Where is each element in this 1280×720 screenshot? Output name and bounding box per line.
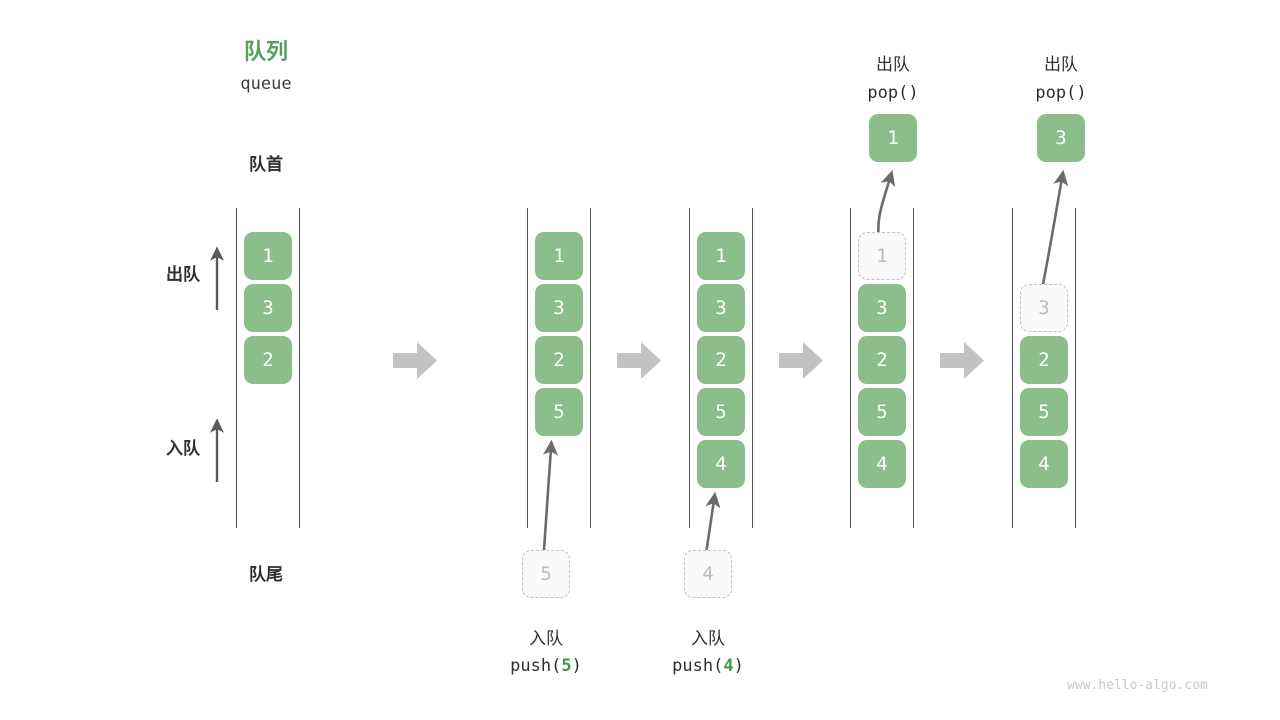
- queue-cell: 5: [697, 388, 745, 436]
- pop-direction-label: 出队: [166, 265, 200, 285]
- push-insert-arrow-icon: [704, 491, 721, 555]
- step-arrow-3: [779, 342, 823, 379]
- queue-cell: 5: [1020, 388, 1068, 436]
- queue-rail-right: [913, 208, 915, 528]
- push-code-arg: 4: [723, 656, 734, 676]
- push-operation-label: 入队: [691, 629, 725, 649]
- queue-rail-left: [527, 208, 529, 528]
- site-watermark: www.hello-algo.com: [1067, 678, 1208, 693]
- pop-operation-code: pop(): [1035, 83, 1087, 103]
- queue-cell: 4: [858, 440, 906, 488]
- queue-cell: 1: [697, 232, 745, 280]
- push-code-arg: 5: [561, 656, 572, 676]
- push-insert-arrow-icon: [542, 439, 559, 551]
- pop-direction-arrow-icon: [210, 246, 224, 310]
- queue-rail-right: [752, 208, 754, 528]
- queue-cell: 5: [858, 388, 906, 436]
- queue-cell: 1: [535, 232, 583, 280]
- push-code-prefix: push(: [510, 656, 562, 676]
- step-arrow-1: [393, 342, 437, 379]
- push-operation-code: push(4): [638, 656, 778, 676]
- popped-slot-ghost: 3: [1020, 284, 1068, 332]
- pop-operation-label: 出队: [1044, 55, 1078, 75]
- queue-cell: 2: [1020, 336, 1068, 384]
- pop-operation-code: pop(): [867, 83, 919, 103]
- queue-cell: 3: [858, 284, 906, 332]
- queue-cell: 2: [697, 336, 745, 384]
- queue-cell: 2: [535, 336, 583, 384]
- queue-rail-left: [236, 208, 238, 528]
- queue-rail-left: [1012, 208, 1014, 528]
- queue-panel-after-pop-1: 出队 pop() 1 1 3 2 5 4: [813, 20, 963, 540]
- queue-cell: 3: [244, 284, 292, 332]
- queue-cell: 3: [697, 284, 745, 332]
- queue-panel-after-pop-3: 出队 pop() 3 3 2 5 4: [975, 20, 1125, 540]
- pop-extract-arrow-icon: [1039, 169, 1069, 295]
- popped-slot-ghost: 1: [858, 232, 906, 280]
- push-code-suffix: ): [733, 656, 744, 676]
- push-direction-label: 入队: [166, 439, 200, 459]
- diagram-title-en: queue: [240, 74, 292, 94]
- queue-cell: 4: [697, 440, 745, 488]
- step-arrow-2: [617, 342, 661, 379]
- queue-cell: 2: [244, 336, 292, 384]
- queue-panel-after-push-5: 1 3 2 5 5 入队 push(5): [490, 180, 630, 700]
- diagram-title-cn: 队列: [243, 40, 288, 65]
- queue-cell: 5: [535, 388, 583, 436]
- pop-operation-label: 出队: [876, 55, 910, 75]
- pending-push-element: 4: [684, 550, 732, 598]
- queue-cell: 3: [535, 284, 583, 332]
- push-operation-label: 入队: [529, 629, 563, 649]
- queue-cell: 1: [244, 232, 292, 280]
- queue-cell: 2: [858, 336, 906, 384]
- queue-panel-after-push-4: 1 3 2 5 4 4 入队 push(4): [652, 180, 792, 700]
- queue-front-label: 队首: [249, 155, 283, 175]
- popped-element: 1: [869, 114, 917, 162]
- push-direction-arrow-icon: [210, 418, 224, 482]
- popped-element: 3: [1037, 114, 1085, 162]
- push-code-suffix: ): [571, 656, 582, 676]
- pending-push-element: 5: [522, 550, 570, 598]
- queue-cell: 4: [1020, 440, 1068, 488]
- push-operation-code: push(5): [476, 656, 616, 676]
- step-arrow-4: [940, 342, 984, 379]
- queue-rail-right: [1075, 208, 1077, 528]
- queue-rail-right: [590, 208, 592, 528]
- queue-rail-right: [299, 208, 301, 528]
- queue-panel-initial: 队列 queue 队首 队尾 出队 入队: [130, 20, 410, 600]
- push-code-prefix: push(: [672, 656, 724, 676]
- queue-rail-left: [850, 208, 852, 528]
- queue-rear-label: 队尾: [249, 565, 283, 585]
- queue-rail-left: [689, 208, 691, 528]
